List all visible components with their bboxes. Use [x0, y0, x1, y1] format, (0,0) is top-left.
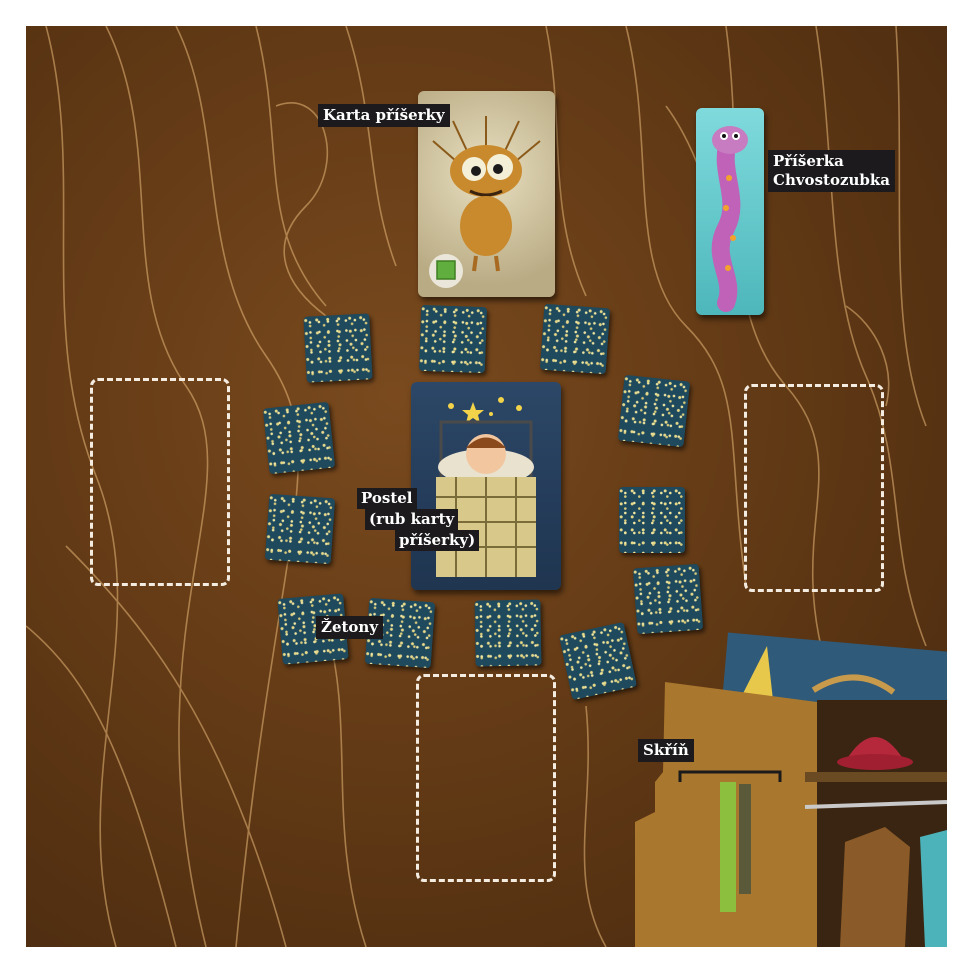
- token-tile[interactable]: [558, 621, 638, 701]
- wardrobe-board[interactable]: [635, 632, 947, 947]
- tokens-label: Žetony: [316, 616, 384, 639]
- token-tile[interactable]: [632, 563, 704, 635]
- token-tile[interactable]: [418, 304, 488, 374]
- token-tile[interactable]: [539, 303, 611, 375]
- chvostozubka-card[interactable]: [696, 108, 764, 315]
- spiky-monster-illustration: [429, 116, 541, 288]
- bed-label: Postel (rub karty příšerky): [357, 488, 480, 551]
- token-tile[interactable]: [617, 374, 691, 448]
- token-tile[interactable]: [303, 313, 373, 383]
- card-slot-bottom[interactable]: [416, 674, 556, 882]
- token-tile[interactable]: [264, 493, 336, 565]
- bed-label-line1: Postel: [357, 488, 417, 509]
- token-tile[interactable]: [619, 487, 685, 553]
- monster-name-line2: Chvostozubka: [773, 171, 890, 189]
- wardrobe-illustration: [635, 632, 947, 947]
- wardrobe-label: Skříň: [638, 739, 694, 762]
- bed-label-line3: příšerky): [395, 530, 480, 551]
- tall-worm-monster-illustration: [711, 126, 748, 312]
- monster-name-line1: Příšerka: [773, 152, 844, 170]
- bed-label-line2: (rub karty: [365, 509, 459, 530]
- card-slot-right[interactable]: [744, 384, 884, 592]
- monster-name-label: Příšerka Chvostozubka: [768, 150, 895, 192]
- boy-in-bed-illustration: [436, 397, 536, 577]
- bed-card[interactable]: [411, 382, 561, 590]
- monster-card-label: Karta příšerky: [318, 104, 450, 127]
- token-tile[interactable]: [262, 401, 336, 475]
- token-tile[interactable]: [474, 599, 542, 667]
- card-slot-left[interactable]: [90, 378, 230, 586]
